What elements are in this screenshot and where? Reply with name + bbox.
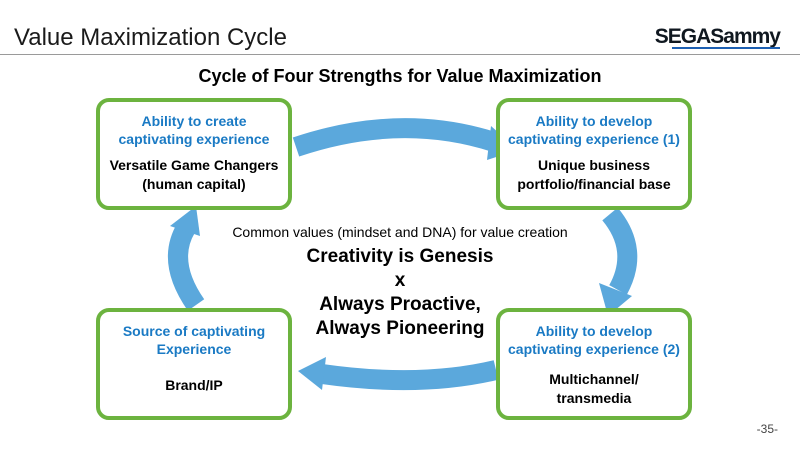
arrow-left-head [170, 206, 200, 236]
slogan-line: x [394, 270, 406, 291]
heading-line: captivating experience (1) [508, 131, 680, 147]
arrow-right-head [599, 283, 632, 316]
title-divider [0, 54, 800, 55]
body-line: portfolio/financial base [517, 176, 671, 192]
body-line: (human capital) [142, 176, 246, 192]
arrow-left [168, 222, 205, 311]
heading-line: captivating experience [118, 131, 270, 147]
box-body: Unique business portfolio/financial base [511, 156, 676, 194]
heading-line: Ability to develop [535, 323, 653, 339]
body-line: Versatile Game Changers [109, 157, 279, 173]
logo-underline [672, 47, 780, 49]
box-heading: Ability to develop captivating experienc… [502, 322, 686, 358]
diagram-title: Cycle of Four Strengths for Value Maximi… [198, 66, 602, 86]
heading-line: captivating experience (2) [508, 341, 680, 357]
heading-line: Experience [156, 341, 232, 357]
box-body: Versatile Game Changers (human capital) [104, 156, 285, 194]
box-body: Multichannel/ transmedia [543, 370, 644, 408]
heading-line: Source of captivating [122, 323, 266, 339]
page-title: Value Maximization Cycle [14, 24, 287, 51]
arrow-right [602, 207, 638, 295]
slogan: Creativity is Genesis x Always Proactive… [0, 245, 800, 341]
slogan-line: Always Proactive, [319, 294, 481, 315]
box-heading: Ability to develop captivating experienc… [502, 112, 686, 148]
box-ability-to-develop-2: Ability to develop captivating experienc… [496, 308, 692, 420]
logo-sega-text: SEGA [654, 25, 712, 48]
arrow-bottom [320, 360, 499, 391]
arrow-bottom-head [298, 357, 326, 390]
heading-line: Ability to create [141, 113, 247, 129]
slogan-line: Creativity is Genesis [306, 246, 494, 267]
box-heading: Source of captivating Experience [117, 322, 271, 358]
slogan-line: Always Pioneering [315, 318, 485, 339]
box-heading: Ability to create captivating experience [113, 112, 276, 148]
box-ability-to-develop-1: Ability to develop captivating experienc… [496, 98, 692, 210]
logo-sammy-text: Sammy [710, 25, 781, 48]
box-ability-to-create: Ability to create captivating experience… [96, 98, 292, 210]
common-values-caption: Common values (mindset and DNA) for valu… [232, 224, 568, 240]
page-number: -35- [756, 422, 778, 436]
body-line: Unique business [537, 157, 651, 173]
body-line: transmedia [556, 390, 632, 406]
box-source-of-captivating-experience: Source of captivating Experience Brand/I… [96, 308, 292, 420]
arrow-top [292, 118, 498, 157]
body-line: Brand/IP [165, 377, 223, 393]
box-body: Brand/IP [159, 376, 229, 395]
body-line: Multichannel/ [549, 371, 639, 387]
heading-line: Ability to develop [535, 113, 653, 129]
